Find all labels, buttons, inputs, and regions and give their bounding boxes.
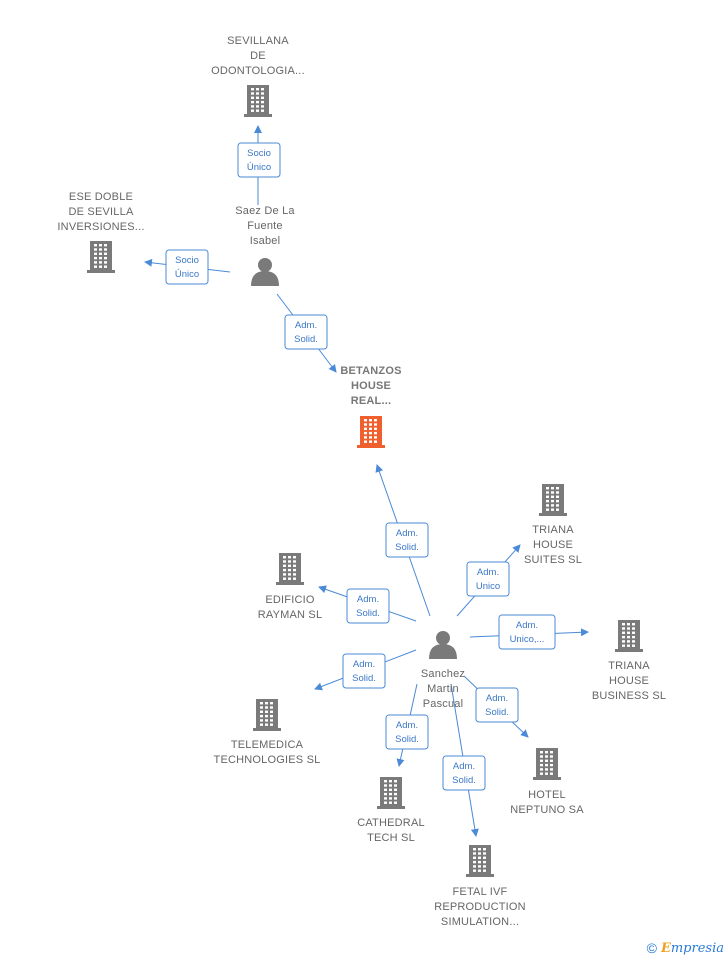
edge-label-line: Adm.	[357, 594, 379, 605]
edge-label-line: Solid.	[452, 775, 476, 786]
edge-label-line: Adm.	[295, 320, 317, 331]
edge-label-line: Unico	[476, 581, 500, 592]
building-icon	[244, 85, 272, 117]
node-label-line: ESE DOBLE	[69, 191, 133, 203]
building-icon	[615, 620, 643, 652]
edge-label-box[interactable]: Adm. Solid.	[385, 522, 429, 558]
node-label-line: HOUSE	[533, 539, 573, 551]
edge-label-box[interactable]: Adm. Unico	[466, 561, 510, 597]
node-betanzos[interactable]: BETANZOS HOUSE REAL...	[340, 365, 401, 448]
brand-logo: Empresia	[660, 940, 724, 956]
node-label-line: BETANZOS	[340, 365, 401, 377]
node-label-line: Isabel	[250, 235, 281, 247]
building-icon	[253, 699, 281, 731]
node-label-line: ODONTOLOGIA...	[211, 65, 305, 77]
building-icon	[533, 748, 561, 780]
node-label-line: TRIANA	[532, 524, 574, 536]
node-label-line: REPRODUCTION	[434, 901, 526, 913]
edge-label-box[interactable]: Adm. Solid.	[442, 755, 486, 791]
edge-label-line: Adm.	[396, 528, 418, 539]
edge-label-box[interactable]: Adm. Solid.	[385, 714, 429, 750]
node-label-line: TELEMEDICA	[231, 739, 304, 751]
copyright-icon: ©	[646, 940, 657, 956]
node-triana-suites[interactable]: TRIANA HOUSE SUITES SL	[524, 484, 582, 566]
edge-label-line: Adm.	[486, 693, 508, 704]
node-label-line: SEVILLANA	[227, 35, 289, 47]
building-icon	[276, 553, 304, 585]
node-hotel[interactable]: HOTEL NEPTUNO SA	[510, 748, 584, 816]
building-icon	[377, 777, 405, 809]
node-label-line: Pascual	[423, 698, 464, 710]
edge-label-line: Solid.	[395, 542, 419, 553]
edge-label-line: Solid.	[485, 707, 509, 718]
node-label-line: HOUSE	[609, 675, 649, 687]
node-label-line: HOTEL	[528, 789, 566, 801]
node-label-line: DE SEVILLA	[69, 206, 134, 218]
node-label-line: RAYMAN SL	[258, 609, 323, 621]
edge-label-line: Adm.	[353, 659, 375, 670]
building-icon	[357, 416, 385, 448]
node-label-line: DE	[250, 50, 266, 62]
edge-label-line: Adm.	[516, 620, 538, 631]
node-label-line: SUITES SL	[524, 554, 582, 566]
edges-layer	[144, 125, 589, 837]
edge-label-line: Solid.	[395, 734, 419, 745]
node-ese-doble[interactable]: ESE DOBLE DE SEVILLA INVERSIONES...	[57, 191, 144, 273]
edge-label-box[interactable]: Adm. Unico,...	[498, 614, 556, 650]
node-edificio[interactable]: EDIFICIO RAYMAN SL	[258, 553, 323, 621]
edge-label-line: Único	[175, 269, 199, 280]
edge-label-line: Solid.	[294, 334, 318, 345]
node-cathedral[interactable]: CATHEDRAL TECH SL	[357, 777, 425, 844]
node-sevillana[interactable]: SEVILLANA DE ODONTOLOGIA...	[211, 35, 305, 117]
node-label-line: Saez De La	[235, 205, 295, 217]
person-icon	[429, 631, 457, 659]
node-label-line: SIMULATION...	[441, 916, 519, 928]
building-icon	[87, 241, 115, 273]
node-label-line: FETAL IVF	[453, 886, 508, 898]
edge-label-line: Único	[247, 162, 271, 173]
node-label-line: REAL...	[351, 395, 392, 407]
node-telemedica[interactable]: TELEMEDICA TECHNOLOGIES SL	[214, 699, 321, 766]
node-triana-business[interactable]: TRIANA HOUSE BUSINESS SL	[592, 620, 666, 702]
node-label-line: TRIANA	[608, 660, 650, 672]
node-label-line: Sanchez	[421, 668, 465, 680]
node-label-line: Martin	[427, 683, 459, 695]
footer-brand[interactable]: © Empresia	[647, 940, 724, 956]
edge-label-line: Unico,...	[510, 634, 545, 645]
person-icon	[251, 258, 279, 286]
edge-label-line: Adm.	[453, 761, 475, 772]
node-label-line: TECHNOLOGIES SL	[214, 754, 321, 766]
building-icon	[539, 484, 567, 516]
node-label-line: INVERSIONES...	[57, 221, 144, 233]
edge-label-line: Socio	[175, 255, 199, 266]
edge-label-line: Socio	[247, 148, 271, 159]
node-label-line: NEPTUNO SA	[510, 804, 584, 816]
node-label-line: HOUSE	[351, 380, 391, 392]
node-fetal[interactable]: FETAL IVF REPRODUCTION SIMULATION...	[434, 845, 526, 928]
node-label-line: CATHEDRAL	[357, 817, 425, 829]
edge-label-box[interactable]: Adm. Solid.	[475, 687, 519, 723]
edge-label-box[interactable]: Adm. Solid.	[346, 588, 390, 624]
edge-labels-layer: SocioÚnicoSocioÚnicoAdm.Solid.Adm.Solid.…	[165, 142, 556, 791]
edge-label-box[interactable]: Adm. Solid.	[284, 314, 328, 350]
node-label-line: EDIFICIO	[265, 594, 315, 606]
edge-label-line: Solid.	[356, 608, 380, 619]
edge-label-line: Adm.	[396, 720, 418, 731]
building-icon	[466, 845, 494, 877]
node-label-line: BUSINESS SL	[592, 690, 666, 702]
nodes-layer: SEVILLANA DE ODONTOLOGIA... ESE DOBLE DE SEV…	[57, 35, 666, 928]
node-label-line: Fuente	[247, 220, 282, 232]
node-label-line: TECH SL	[367, 832, 415, 844]
edge-label-box[interactable]: Adm. Solid.	[342, 653, 386, 689]
edge-label-line: Solid.	[352, 673, 376, 684]
edge-label-line: Adm.	[477, 567, 499, 578]
